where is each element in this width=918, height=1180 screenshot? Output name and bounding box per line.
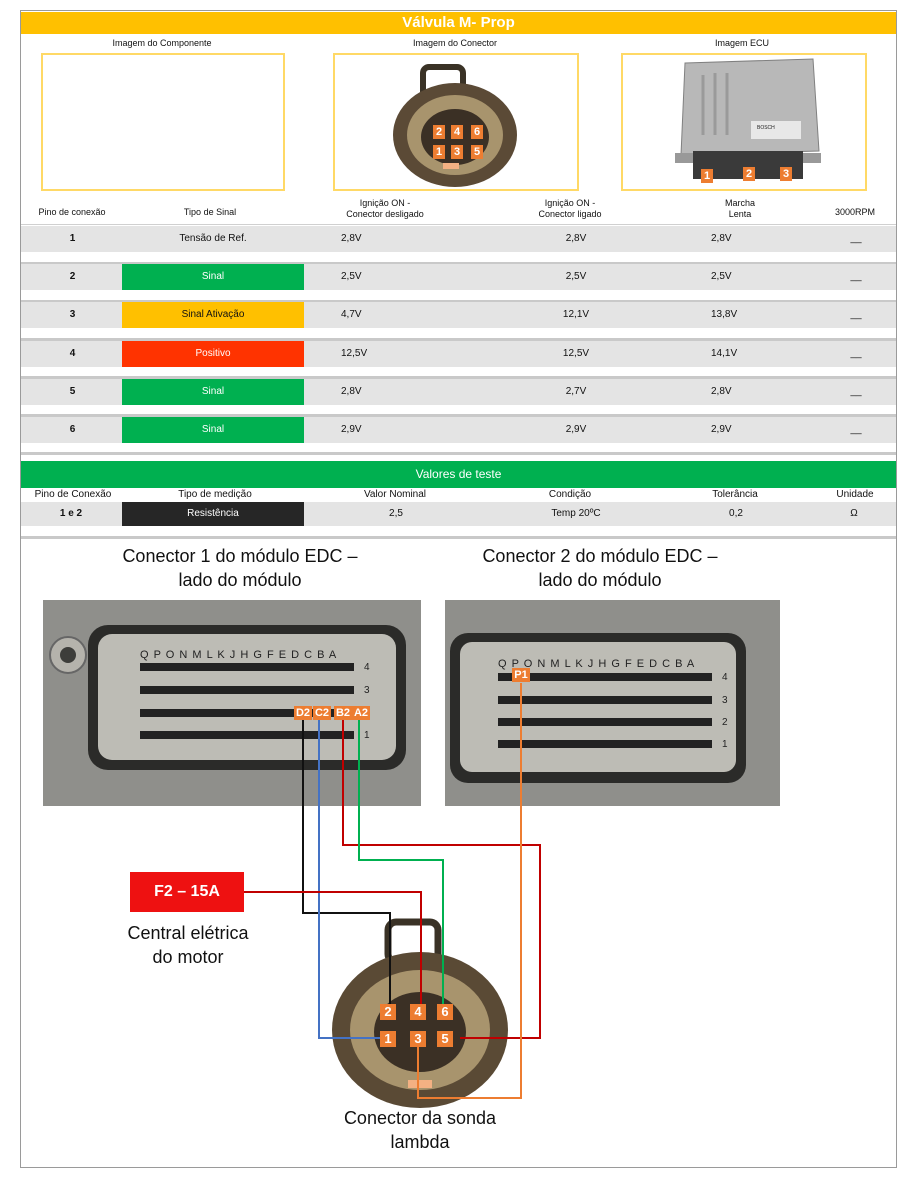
table-row: 3 Sinal Ativação 4,7V 12,1V 13,8V __: [21, 302, 896, 328]
page-frame: [20, 10, 897, 1168]
table-row: 2 Sinal 2,5V 2,5V 2,5V __: [21, 264, 896, 290]
pin-badge-c2: C2: [313, 706, 331, 720]
connector1-letters: Q P O N M L K J H G F E D C B A: [140, 649, 337, 661]
connector-image-label: Imagem do Conector: [412, 38, 498, 48]
lambda-pin-6: 6: [437, 1004, 453, 1020]
connector2-row-1: 1: [722, 739, 728, 750]
wire-orange: [417, 683, 522, 1099]
test-header-condicao: Condição: [548, 489, 592, 500]
ecu-image-label: Imagem ECU: [714, 38, 769, 48]
lambda-pin-5: 5: [437, 1031, 453, 1047]
header-v1: Ignição ON -Conector desligado: [346, 198, 424, 219]
ecu-connector-2-photo: Q P O N M L K J H G F E D C B A 4 3 2 1: [445, 600, 780, 806]
lambda-pin-4: 4: [410, 1004, 426, 1020]
connector-pin-1: 1: [433, 145, 445, 159]
connector-image-box: 2 4 6 1 3 5: [333, 53, 579, 191]
connector-pin-4: 4: [451, 125, 463, 139]
ecu-connector-3: 3: [780, 167, 792, 181]
component-image-box: [41, 53, 285, 191]
test-row: 1 e 2 Resistência 2,5 Temp 20ºC 0,2 Ω: [21, 502, 896, 526]
lambda-pin-3: 3: [410, 1031, 426, 1047]
ecu-connector-1: 1: [701, 169, 713, 183]
ecu-brand-label: BOSCH: [757, 125, 775, 131]
test-header-tolerancia: Tolerância: [712, 489, 758, 500]
header-v2: Ignição ON -Conector ligado: [538, 198, 602, 219]
ecu-connector-2: 2: [743, 167, 755, 181]
component-image-label: Imagem do Componente: [112, 38, 212, 48]
table-row: 4 Positivo 12,5V 12,5V 14,1V __: [21, 341, 896, 367]
test-header-pin: Pino de Conexão: [34, 489, 112, 500]
test-header-nominal: Valor Nominal: [363, 489, 427, 500]
table-row: 6 Sinal 2,9V 2,9V 2,9V __: [21, 417, 896, 443]
ecu-connector-1-photo: Q P O N M L K J H G F E D C B A 4 3 2 1: [43, 600, 421, 806]
connector-pin-6: 6: [471, 125, 483, 139]
connector2-letters: Q P O N M L K J H G F E D C B A: [498, 658, 695, 670]
pin-badge-a2: A2: [352, 706, 370, 720]
pin-badge-p1: P1: [512, 668, 530, 682]
table-row: 1 Tensão de Ref. 2,8V 2,8V 2,8V __: [21, 226, 896, 252]
connector2-row-4: 4: [722, 672, 728, 683]
connector2-caption: Conector 2 do módulo EDC –lado do módulo: [482, 546, 718, 590]
header-pin: Pino de conexão: [38, 207, 106, 217]
connector1-row-4: 4: [364, 662, 370, 673]
connector-pin-5: 5: [471, 145, 483, 159]
connector1-caption: Conector 1 do módulo EDC –lado do módulo: [122, 546, 358, 590]
header-v4: 3000RPM: [834, 207, 876, 217]
wire-red-fuse: [244, 891, 422, 1012]
test-values-title: Valores de teste: [21, 461, 896, 488]
pin-badge-d2: D2: [294, 706, 312, 720]
connector1-row-1: 1: [364, 730, 370, 741]
pin-badge-b2: B2: [334, 706, 352, 720]
wire-black: [302, 718, 391, 1012]
page-title: Válvula M- Prop: [21, 12, 896, 34]
connector2-row-3: 3: [722, 695, 728, 706]
lambda-connector-photo: [332, 918, 508, 1108]
connector-pin-3: 3: [451, 145, 463, 159]
wire-red-b2: [342, 718, 541, 1039]
ecu-image-box: BOSCH 1 2 3: [621, 53, 867, 191]
fuse-label: F2 – 15A: [130, 872, 244, 912]
table-row: 5 Sinal 2,8V 2,7V 2,8V __: [21, 379, 896, 405]
connector1-row-3: 3: [364, 685, 370, 696]
wire-green: [358, 718, 444, 1012]
test-header-unidade: Unidade: [836, 489, 874, 500]
lambda-pin-1: 1: [380, 1031, 396, 1047]
header-tipo: Tipo de Sinal: [183, 207, 237, 217]
connector2-row-2: 2: [722, 717, 728, 728]
connector-pin-2: 2: [433, 125, 445, 139]
lambda-pin-2: 2: [380, 1004, 396, 1020]
wire-blue: [318, 718, 388, 1039]
test-header-tipo: Tipo de medição: [178, 489, 252, 500]
